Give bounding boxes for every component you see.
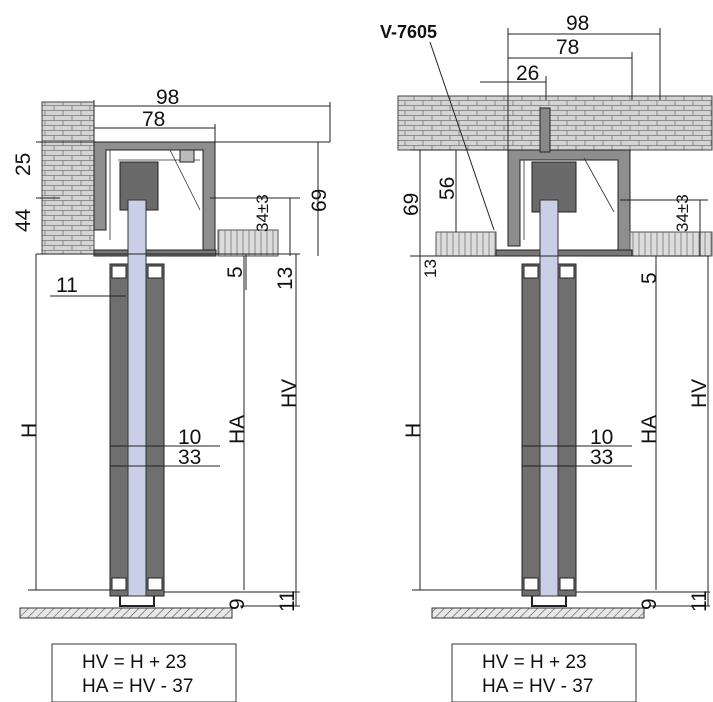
left-ceiling-board xyxy=(217,229,279,257)
left-formula-2: HA = HV - 37 xyxy=(82,676,193,697)
part-code-label: V-7605 xyxy=(380,22,437,42)
left-glass xyxy=(127,199,147,597)
right-formula-box xyxy=(451,643,637,702)
right-dim-11: 11 xyxy=(688,590,711,612)
left-dim-10: 10 xyxy=(178,426,201,449)
right-dim-9: 9 xyxy=(638,598,661,610)
right-bolt xyxy=(539,107,551,153)
right-dim-HA: HA xyxy=(638,415,661,444)
left-dim-13: 13 xyxy=(274,267,297,290)
right-formula-1: HV = H + 23 xyxy=(482,652,587,673)
left-dim-11b: 11 xyxy=(276,590,299,612)
right-ceiling-brick xyxy=(397,95,713,151)
right-dim-13: 13 xyxy=(421,259,440,278)
right-dim-34: 34±3 xyxy=(673,194,692,232)
left-dim-11: 11 xyxy=(56,274,78,297)
right-dim-26: 26 xyxy=(516,62,539,85)
right-dim-69: 69 xyxy=(400,193,423,216)
right-dim-10: 10 xyxy=(590,426,613,449)
left-floor xyxy=(19,607,233,619)
left-dim-5: 5 xyxy=(224,266,247,278)
left-dim-69: 69 xyxy=(308,189,331,212)
left-dim-34: 34±3 xyxy=(253,194,272,232)
right-dim-HV: HV xyxy=(688,379,711,408)
right-track-profile xyxy=(507,149,631,257)
right-formula-2: HA = HV - 37 xyxy=(482,676,593,697)
right-floor xyxy=(431,607,645,619)
right-ceiling-board-left xyxy=(435,231,497,257)
left-dim-33: 33 xyxy=(178,446,201,469)
left-dim-78: 78 xyxy=(142,108,165,131)
right-dim-H: H xyxy=(402,423,425,438)
left-dim-9: 9 xyxy=(226,598,249,610)
right-dim-56: 56 xyxy=(436,177,459,200)
left-dim-HV: HV xyxy=(278,379,301,408)
left-bolt xyxy=(179,149,195,163)
left-dim-HA: HA xyxy=(226,415,249,444)
left-wall xyxy=(41,101,95,255)
right-floor-guide xyxy=(531,596,567,607)
right-view: V-7605 98 78 26 xyxy=(380,12,713,702)
left-cover xyxy=(93,249,217,257)
left-formula-1: HV = H + 23 xyxy=(82,652,187,673)
left-dim-H: H xyxy=(18,423,41,438)
right-dim-98: 98 xyxy=(566,12,589,35)
left-dim-44: 44 xyxy=(12,208,35,232)
left-floor-guide xyxy=(119,596,155,607)
right-dim-5: 5 xyxy=(638,272,661,284)
right-dim-78: 78 xyxy=(556,36,579,59)
left-dim-98: 98 xyxy=(156,86,179,109)
right-dim-33: 33 xyxy=(590,446,613,469)
left-track-profile xyxy=(93,141,216,257)
right-cover xyxy=(495,249,633,257)
left-view: 98 78 25 44 69 34±3 5 13 11 H HA HV 10 3… xyxy=(12,86,331,702)
left-formula-box xyxy=(51,643,237,702)
right-glass xyxy=(539,199,559,597)
left-dim-25: 25 xyxy=(12,153,35,176)
